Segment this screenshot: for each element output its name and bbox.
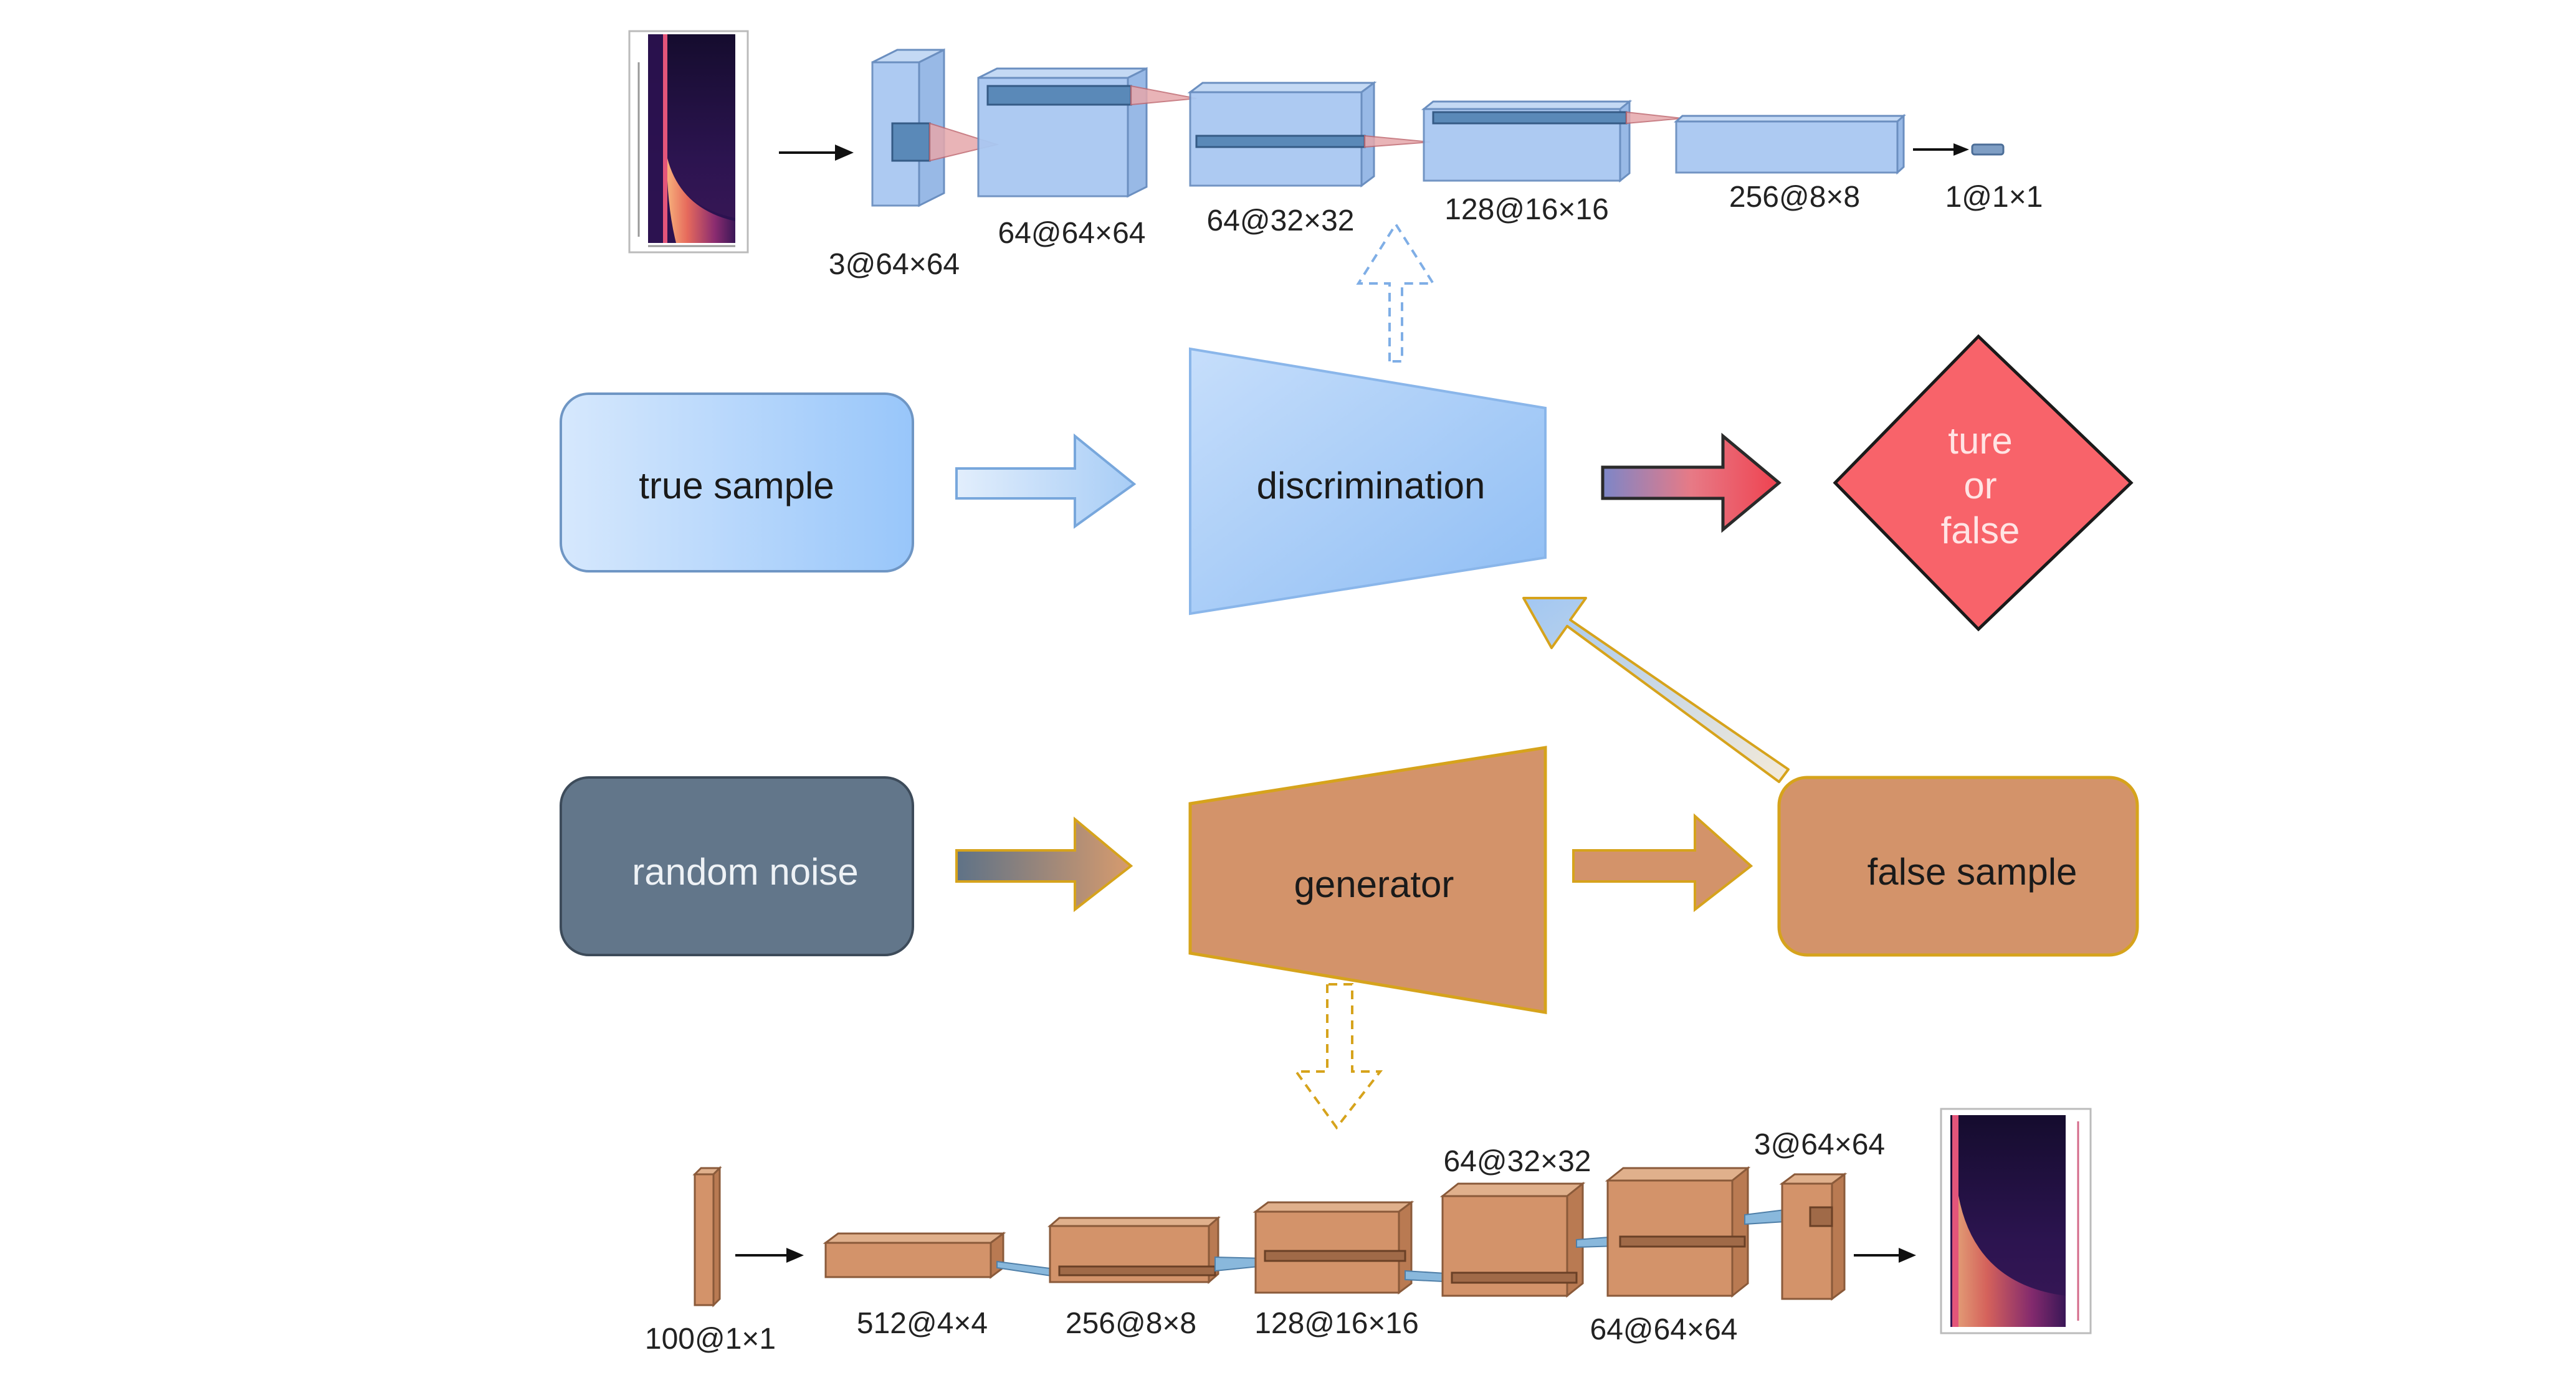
gen-layer-label: 100@1×1	[645, 1323, 776, 1356]
true-sample-label: true sample	[639, 465, 834, 506]
generator-label: generator	[1294, 863, 1454, 905]
arrow-false-to-discrimination	[1522, 597, 1790, 783]
decision-label-line1: ture	[1948, 420, 2012, 462]
gen-layer-1	[692, 1166, 722, 1308]
disc-layer-label: 256@8×8	[1729, 181, 1860, 214]
generator-cnn-strip: 100@1×1 512@4×4 256@8×8 128@16×16 64@32×…	[645, 1108, 2092, 1356]
gen-layer-2	[823, 1232, 1060, 1279]
generator-node: generator	[1188, 746, 1547, 1014]
gen-layer-3	[1047, 1215, 1266, 1285]
generator-detail-dashed-arrow	[1294, 983, 1383, 1130]
discriminator-cnn-strip: 3@64×64 64@64×64 64@32×32 128@16×16 256@…	[628, 30, 2043, 281]
random-noise-box: random noise	[560, 776, 914, 956]
decision-label-line3: false	[1941, 510, 2020, 551]
discrimination-node: discrimination	[1189, 347, 1547, 615]
gen-layer-6	[1605, 1166, 1795, 1298]
spectrogram-input-image	[628, 30, 749, 254]
false-sample-box: false sample	[1777, 776, 2139, 957]
random-noise-label: random noise	[632, 851, 859, 893]
gen-layer-label: 256@8×8	[1066, 1307, 1196, 1340]
disc-layer-label: 1@1×1	[1945, 181, 2043, 214]
disc-layer-label: 3@64×64	[829, 248, 960, 281]
arrow-true-to-discrimination	[955, 433, 1137, 529]
arrow-generator-to-false	[1572, 813, 1753, 913]
gen-layer-label: 3@64×64	[1754, 1128, 1885, 1161]
gen-layer-label: 512@4×4	[857, 1307, 988, 1340]
decision-label-line2: or	[1963, 465, 1996, 506]
gen-layer-4	[1252, 1200, 1456, 1295]
gen-layer-7	[1779, 1172, 1848, 1301]
disc-layer-1	[871, 48, 999, 207]
disc-output-node	[1971, 143, 2005, 156]
disc-layer-3	[1187, 81, 1431, 188]
disc-layer-2	[977, 67, 1197, 198]
arrow-noise-to-generator	[955, 816, 1133, 913]
gen-layer-5	[1439, 1181, 1618, 1298]
true-sample-box: true sample	[560, 392, 914, 573]
disc-layer-4	[1421, 99, 1683, 183]
discrimination-detail-dashed-arrow	[1356, 222, 1436, 363]
gen-layer-label: 64@32×32	[1444, 1145, 1591, 1178]
discrimination-label: discrimination	[1257, 465, 1486, 506]
gen-layer-label: 128@16×16	[1254, 1307, 1419, 1340]
disc-layer-label: 64@32×32	[1207, 204, 1355, 237]
spectrogram-output-image	[1940, 1108, 2092, 1334]
false-sample-label: false sample	[1868, 851, 2077, 893]
decision-diamond: ture or false	[1833, 334, 2134, 632]
arrow-discrimination-to-decision	[1601, 432, 1782, 533]
disc-layer-5	[1674, 113, 1906, 175]
disc-layer-label: 64@64×64	[998, 217, 1146, 250]
gen-layer-label: 64@64×64	[1590, 1313, 1738, 1346]
disc-layer-label: 128@16×16	[1444, 193, 1609, 226]
